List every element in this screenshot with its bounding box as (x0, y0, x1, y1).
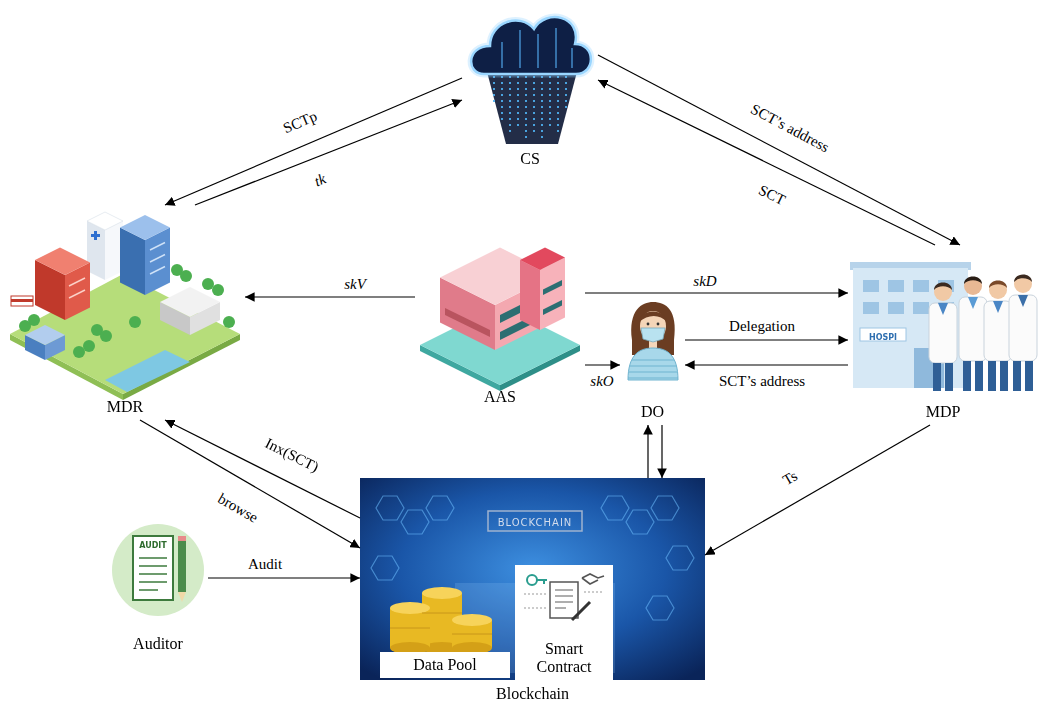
image-text: AUDIT (139, 542, 167, 550)
edge-label: skO (588, 373, 615, 389)
entity-node: Auditor (108, 520, 208, 655)
entity-node: Blockchain Data Pool Smart Contract (360, 478, 705, 706)
edge-label-anchor: browse (214, 489, 263, 527)
authority-building-illustration (420, 248, 580, 392)
entity-node: CS (462, 2, 598, 170)
arrow-connector (140, 420, 360, 548)
arrow-connector (647, 425, 648, 478)
arrow-connector (598, 55, 960, 245)
edge-label-anchor: SCT’s address (717, 373, 807, 389)
image-text: BLOCKCHAIN (498, 518, 573, 528)
arrow-connector (598, 80, 935, 245)
arrow-connector (585, 364, 620, 365)
edge-label-anchor: Ts (778, 467, 802, 490)
arrow-connector (585, 292, 848, 293)
arrow-connector (661, 425, 662, 478)
edge-label-anchor: SCTp (279, 107, 321, 137)
city-illustration (10, 212, 240, 400)
node-label: DO (641, 403, 664, 421)
audit-icon (112, 524, 204, 616)
node-label: Smart Contract (527, 640, 601, 676)
edge-label: Delegation (727, 318, 797, 334)
node-label: Data Pool (413, 656, 477, 674)
arrow-connector (705, 425, 930, 555)
node-label: Auditor (133, 635, 183, 653)
inner-box: Data Pool (380, 652, 510, 678)
arrow-connector (165, 420, 360, 518)
node-label: MDP (926, 403, 961, 421)
entity-node: AAS (415, 240, 585, 410)
arrow-connector (165, 78, 462, 205)
edge-label-anchor: Inx(SCT) (261, 434, 323, 476)
edge-label: SCTp (279, 107, 321, 137)
node-label: Blockchain (496, 685, 569, 703)
label-anchor: HOSPI (869, 327, 897, 343)
edge-label: SCT’s address (746, 100, 833, 156)
edge-label-anchor: tk (310, 170, 330, 191)
person-illustration (628, 302, 678, 380)
edge-label-anchor: skO (588, 373, 615, 389)
cloud-illustration (471, 17, 591, 144)
entity-node: MDR (5, 205, 245, 420)
edge-label-anchor: skD (691, 273, 718, 289)
edge-label-anchor: SCT (754, 181, 789, 209)
arrow-connector (685, 364, 848, 365)
entity-node: DO (620, 300, 685, 425)
edge-label-anchor: Delegation (727, 318, 797, 334)
edge-label-anchor: SCT’s address (746, 100, 833, 156)
node-label: MDR (107, 398, 143, 416)
smart-contract-icon (520, 568, 608, 632)
edge-label: Audit (246, 556, 284, 572)
label-anchor: AUDIT (139, 535, 167, 551)
arrow-connector (195, 100, 462, 205)
image-text: HOSPI (869, 334, 897, 342)
edge-label: Inx(SCT) (261, 434, 323, 476)
edge-label-anchor: Audit (246, 556, 284, 572)
node-label: AAS (484, 388, 516, 406)
label-anchor: BLOCKCHAIN (498, 513, 573, 529)
edge-label: SCT’s address (717, 373, 807, 389)
edge-label-anchor: skV (342, 276, 368, 292)
blockchain-illustration (360, 478, 705, 680)
edge-label: SCT (754, 181, 789, 209)
edge-label: browse (214, 489, 263, 527)
edge-label: Ts (778, 467, 802, 490)
edge-label: skV (342, 276, 368, 292)
arrow-connector (208, 577, 360, 578)
edge-label: skD (691, 273, 718, 289)
node-label: CS (520, 150, 540, 168)
hospital-illustration (850, 262, 1037, 391)
edge-label: tk (310, 170, 330, 191)
arrow-connector (245, 296, 415, 297)
arrow-connector (685, 339, 848, 340)
